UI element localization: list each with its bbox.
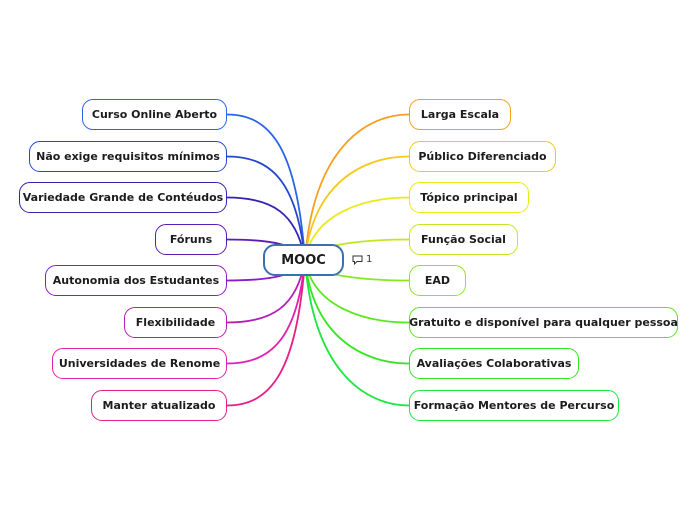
connector-branch-publico-diferenciado bbox=[304, 155, 410, 261]
connector-branch-universidades-renome bbox=[226, 259, 306, 365]
branch-curso-online-aberto[interactable]: Curso Online Aberto bbox=[82, 99, 227, 130]
branch-foruns[interactable]: Fóruns bbox=[155, 224, 227, 255]
branch-label: Tópico principal bbox=[420, 191, 518, 204]
connector-branch-manter-atualizado bbox=[226, 259, 306, 407]
branch-label: Larga Escala bbox=[420, 108, 500, 121]
branch-label: Flexibilidade bbox=[135, 316, 216, 329]
branch-gratuito-disponivel[interactable]: Gratuito e disponível para qualquer pess… bbox=[409, 307, 678, 338]
branch-label: Gratuito e disponível para qualquer pess… bbox=[409, 316, 678, 329]
branch-topico-principal[interactable]: Tópico principal bbox=[409, 182, 529, 213]
branch-label: Curso Online Aberto bbox=[91, 108, 218, 121]
branch-ead[interactable]: EAD bbox=[409, 265, 466, 296]
branch-flexibilidade[interactable]: Flexibilidade bbox=[124, 307, 227, 338]
branch-larga-escala[interactable]: Larga Escala bbox=[409, 99, 511, 130]
branch-label: Público Diferenciado bbox=[418, 150, 547, 163]
branch-label: EAD bbox=[424, 274, 451, 287]
branch-label: Avaliações Colaborativas bbox=[416, 357, 572, 370]
branch-autonomia-estudantes[interactable]: Autonomia dos Estudantes bbox=[45, 265, 227, 296]
speech-bubble-icon bbox=[352, 255, 363, 265]
branch-label: Função Social bbox=[421, 233, 506, 246]
branch-label: Autonomia dos Estudantes bbox=[52, 274, 220, 287]
connector-branch-larga-escala bbox=[304, 113, 410, 261]
branch-universidades-renome[interactable]: Universidades de Renome bbox=[52, 348, 227, 379]
branch-funcao-social[interactable]: Função Social bbox=[409, 224, 518, 255]
connector-branch-avaliacoes-colaborativas bbox=[304, 259, 410, 365]
branch-label: Variedade Grande de Contéudos bbox=[22, 191, 224, 204]
branch-label: Formação Mentores de Percurso bbox=[413, 399, 615, 412]
branch-label: Fóruns bbox=[169, 233, 213, 246]
connector-branch-curso-online-aberto bbox=[226, 113, 306, 261]
branch-label: Universidades de Renome bbox=[58, 357, 221, 370]
branch-formacao-mentores[interactable]: Formação Mentores de Percurso bbox=[409, 390, 619, 421]
branch-label: Não exige requisitos mínimos bbox=[36, 150, 220, 163]
root-node[interactable]: MOOC bbox=[263, 244, 344, 276]
branch-publico-diferenciado[interactable]: Público Diferenciado bbox=[409, 141, 556, 172]
connector-branch-formacao-mentores bbox=[304, 259, 410, 407]
branch-label: Manter atualizado bbox=[102, 399, 216, 412]
branch-avaliacoes-colaborativas[interactable]: Avaliações Colaborativas bbox=[409, 348, 579, 379]
branch-nao-exige-requisitos[interactable]: Não exige requisitos mínimos bbox=[29, 141, 227, 172]
branch-variedade-conteudos[interactable]: Variedade Grande de Contéudos bbox=[19, 182, 227, 213]
branch-manter-atualizado[interactable]: Manter atualizado bbox=[91, 390, 227, 421]
connector-branch-nao-exige-requisitos bbox=[226, 155, 306, 261]
comment-indicator[interactable]: 1 bbox=[352, 254, 372, 265]
comment-count: 1 bbox=[366, 254, 373, 265]
